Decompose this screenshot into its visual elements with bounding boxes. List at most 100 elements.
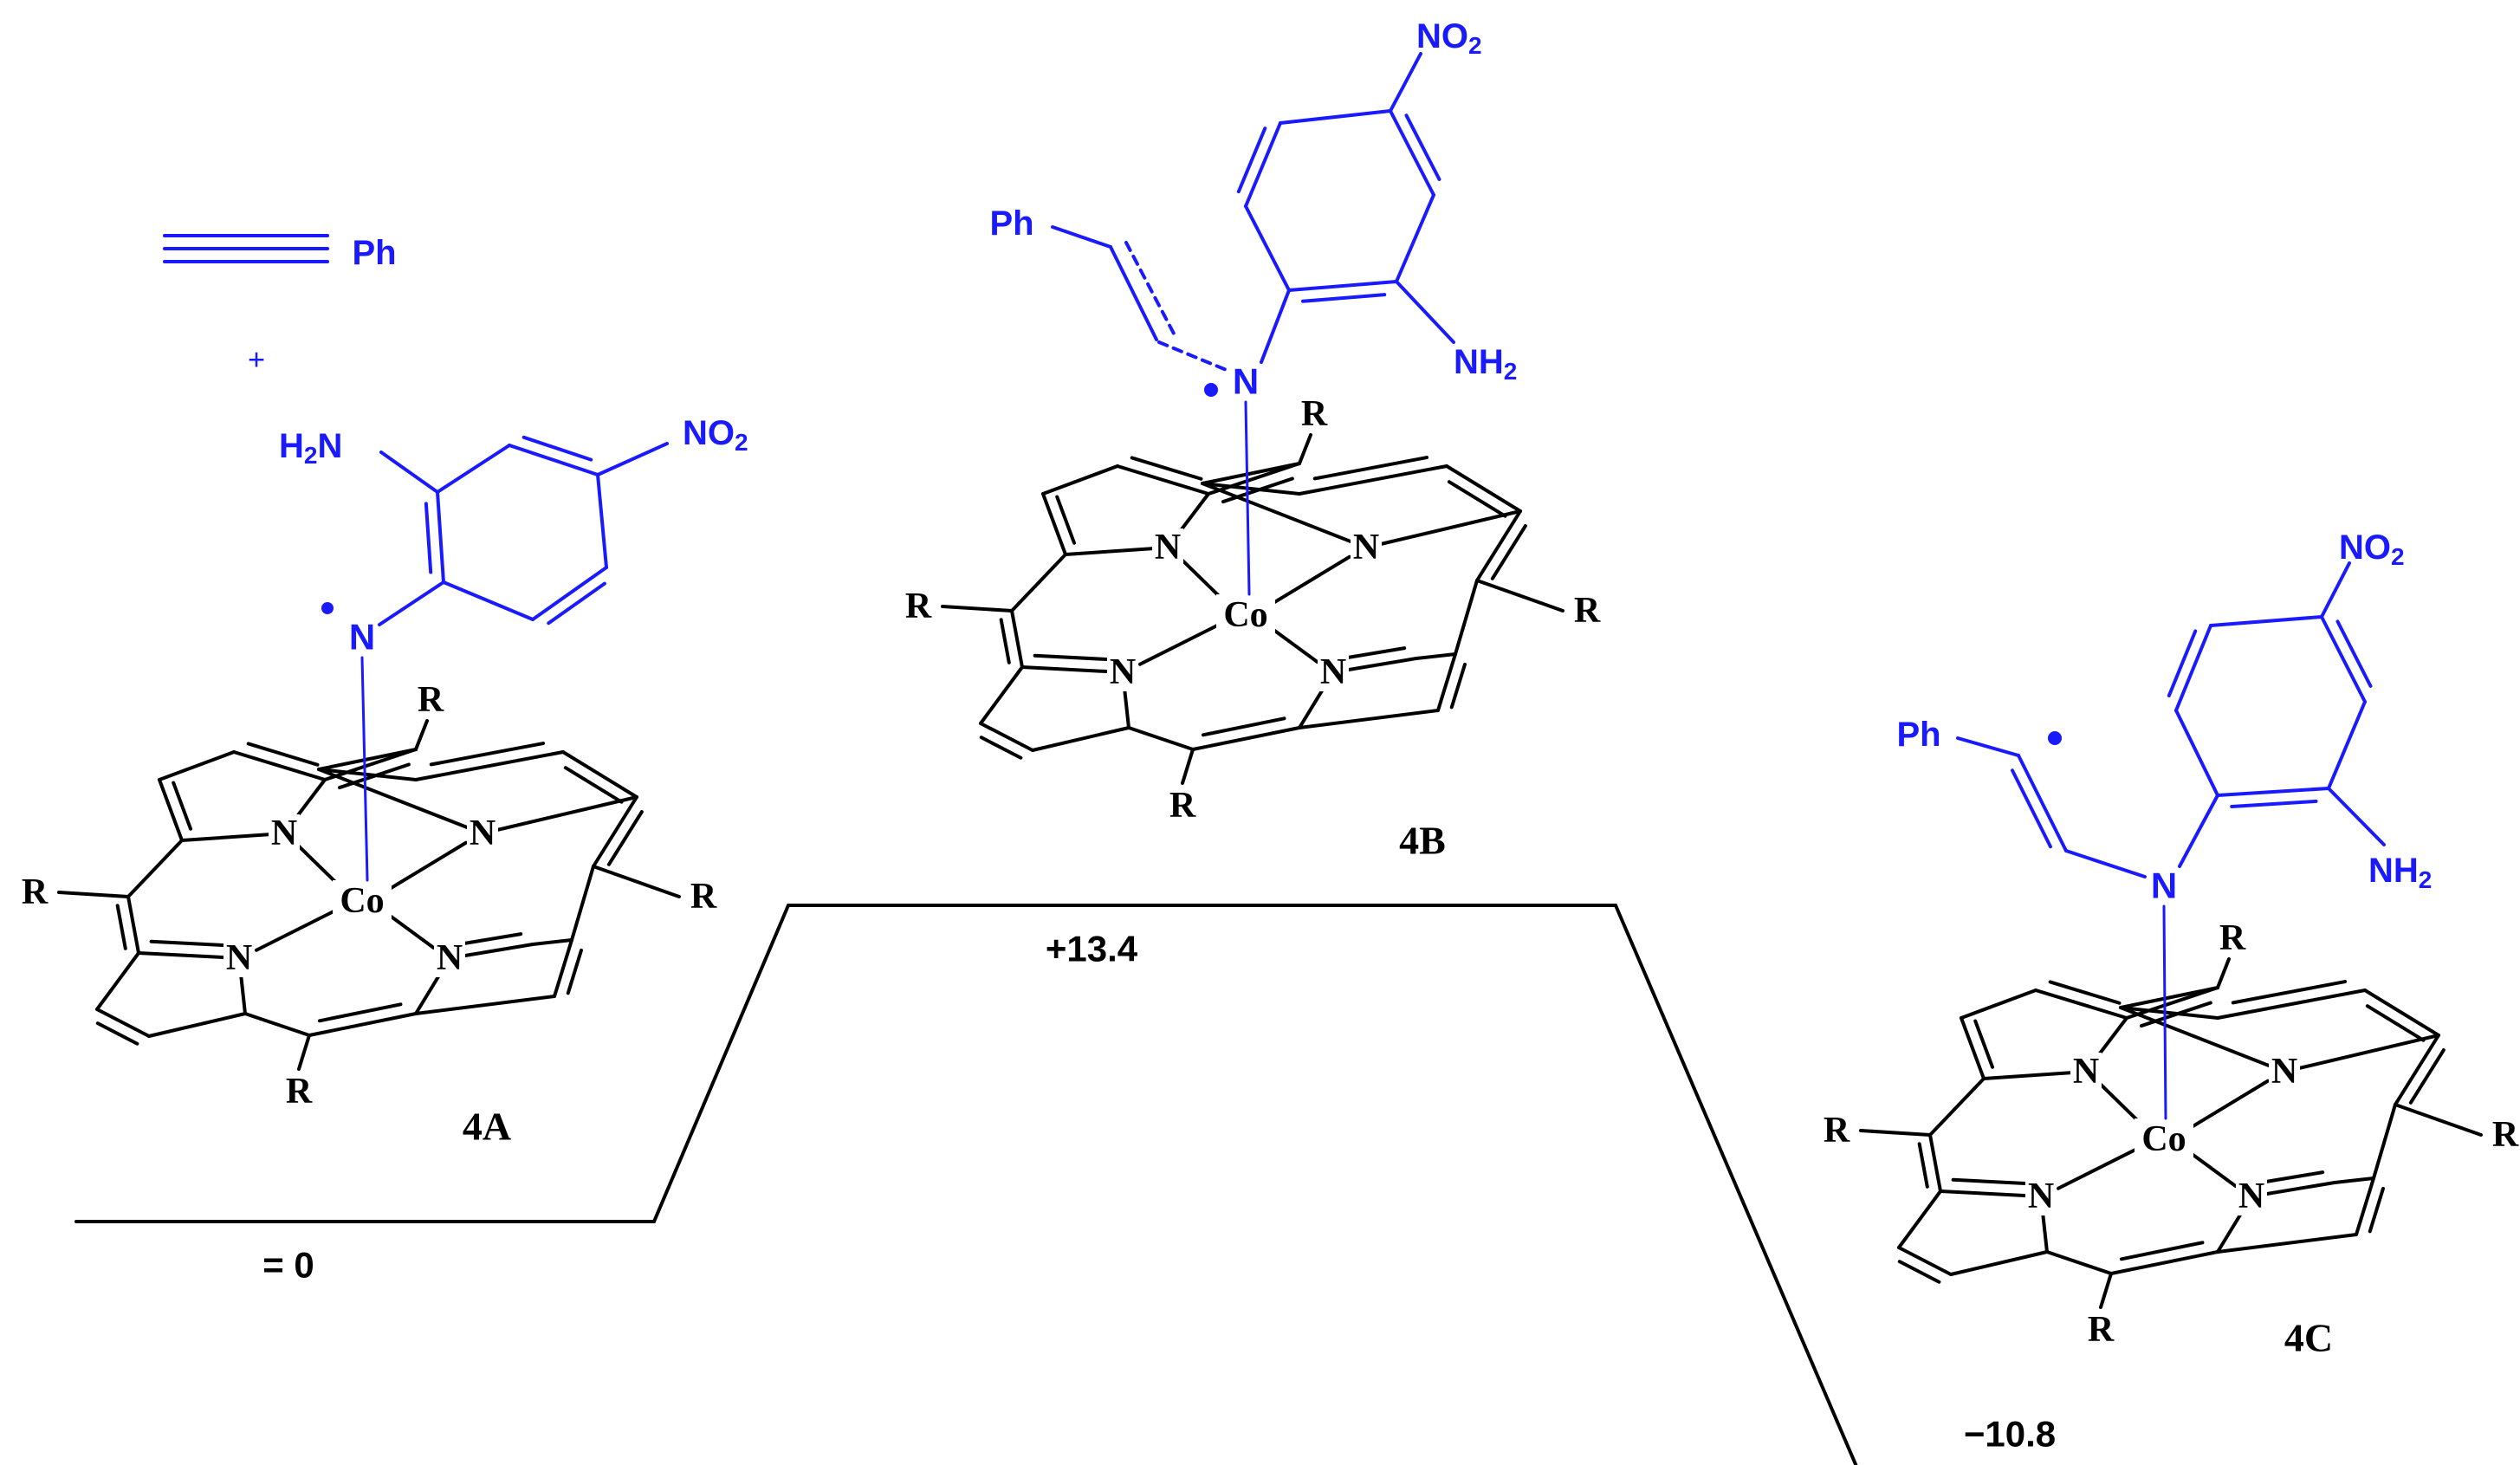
pyrrole-bond	[158, 778, 184, 842]
meso-bond-second	[2119, 1241, 2205, 1261]
meso-bond-second	[115, 904, 127, 950]
pyrrole-bond	[2363, 989, 2440, 1037]
pyrrole-bond	[147, 1012, 247, 1038]
pyrrole-bond-second	[456, 932, 523, 947]
meso-R-label: R	[1824, 1111, 1850, 1151]
meso-bond-second	[606, 810, 644, 866]
radical-dot	[1204, 383, 1218, 397]
no2-label-subscript: 2	[735, 429, 748, 456]
pyrrole-bond-second	[563, 766, 624, 804]
pyrrole-bond-second	[172, 781, 193, 831]
pyrrole-bond	[1364, 509, 1522, 549]
pyrrole-bond	[1960, 1016, 1986, 1080]
pyrrole-bond	[2119, 1006, 2286, 1073]
n-aryl-bond	[1260, 288, 1291, 364]
pyrrole-bond	[414, 995, 556, 1015]
cobalt-label: Co	[2141, 1119, 2186, 1159]
pyrrole-bond	[1897, 1246, 1953, 1276]
aryl-bond-second	[2335, 619, 2373, 688]
alkyne-bond	[1109, 245, 1158, 341]
pyrrole-bond	[414, 750, 565, 781]
co-n-bond	[254, 908, 338, 952]
label-knockout	[1351, 528, 1382, 567]
meso-R-bond	[592, 865, 681, 898]
no2-label-subscript: 2	[1468, 32, 1482, 59]
no2-label-main: NO	[1416, 17, 1468, 55]
co-n-bond	[2187, 1079, 2270, 1131]
pyrrole-bond-second	[566, 948, 583, 995]
pyrrole-bond	[1201, 482, 1368, 549]
meso-R-label: R	[286, 1072, 313, 1112]
nh2-label-main: NH	[2368, 852, 2419, 890]
meso-bond	[323, 748, 418, 781]
aryl-bond	[1279, 109, 1392, 125]
meso-bond	[126, 839, 184, 898]
pyrrole-bond	[979, 665, 1024, 725]
pyrrole-bond	[531, 938, 573, 946]
text-labels: 4A= 04B+13.44C−10.8	[262, 819, 2333, 1455]
meso-bond	[2394, 1034, 2440, 1106]
meso-bond	[592, 795, 638, 868]
aryl-bond	[531, 566, 608, 621]
pyrrole-bond-second	[2365, 1004, 2426, 1042]
phenyl-label: Ph	[989, 204, 1033, 243]
meso-R-label: R	[690, 877, 717, 917]
pyrrole-bond	[1041, 464, 1119, 496]
pyrrole-bond-second	[429, 742, 546, 767]
axial-co-n-bond	[360, 656, 369, 882]
vinyl-bond	[2017, 754, 2068, 852]
pyrrole-bond-second	[1449, 662, 1467, 710]
meso-R-label: R	[22, 872, 49, 912]
pyrrole-n-label: N	[226, 938, 252, 978]
nitrene-n-label: N	[349, 617, 375, 658]
pyrrole-n-label: N	[1353, 528, 1379, 567]
meso-R-label: R	[905, 587, 932, 626]
pyrrole-bond	[137, 951, 241, 960]
pyrrole-bond-second	[1033, 653, 1113, 662]
pyrrole-n-label: N	[470, 814, 496, 853]
label-knockout	[1318, 653, 1349, 691]
pyrrole-bond	[1020, 665, 1124, 674]
co-n-bond	[1180, 558, 1226, 602]
meso-bond	[2125, 986, 2219, 1020]
pyrrole-bond	[1949, 1250, 2049, 1276]
pyrrole-bond	[1445, 464, 1522, 513]
pyrrole-bond	[561, 750, 638, 799]
meso-bond	[2372, 1103, 2397, 1180]
label-knockout	[2236, 1177, 2267, 1215]
meso-bond	[2119, 986, 2219, 1009]
meso-R-label: R	[1169, 786, 1196, 826]
h2n-subscript: 2	[304, 442, 318, 469]
aryl-nh2-bond	[379, 451, 439, 494]
aryl-no2-bond	[596, 442, 669, 476]
aryl-bond-second	[2230, 799, 2318, 809]
cobalt-label: Co	[340, 881, 384, 921]
forming-cn-bond	[1157, 340, 1230, 373]
pyrrole-n-label: N	[1155, 528, 1181, 567]
meso-R-bond	[2099, 1272, 2113, 1309]
no2-label: NO2	[1416, 17, 1482, 59]
alkyne-partial-bond	[1124, 241, 1176, 335]
h2n-label: H2N	[279, 427, 342, 469]
label-knockout	[223, 939, 255, 977]
energy-label-4C: −10.8	[1964, 1414, 2056, 1455]
aryl-bond	[1395, 193, 1435, 283]
aryl-bond	[596, 473, 608, 569]
pyrrole-bond	[95, 1008, 151, 1038]
aryl-bond-second	[424, 502, 433, 574]
pyrrole-bond	[2216, 1233, 2358, 1254]
n-aryl-bond	[378, 580, 445, 626]
aryl-bond	[2209, 615, 2323, 627]
co-n-bond	[2186, 1150, 2238, 1188]
meso-bond-second	[317, 1002, 403, 1023]
aryl-bond	[2174, 709, 2219, 797]
pyrrole-bond	[1201, 482, 1301, 496]
pyrrole-bond	[2119, 1006, 2219, 1020]
meso-bond	[317, 748, 418, 771]
species-label-4B: 4B	[1399, 819, 1446, 863]
pyrrole-n-label: N	[271, 814, 297, 853]
